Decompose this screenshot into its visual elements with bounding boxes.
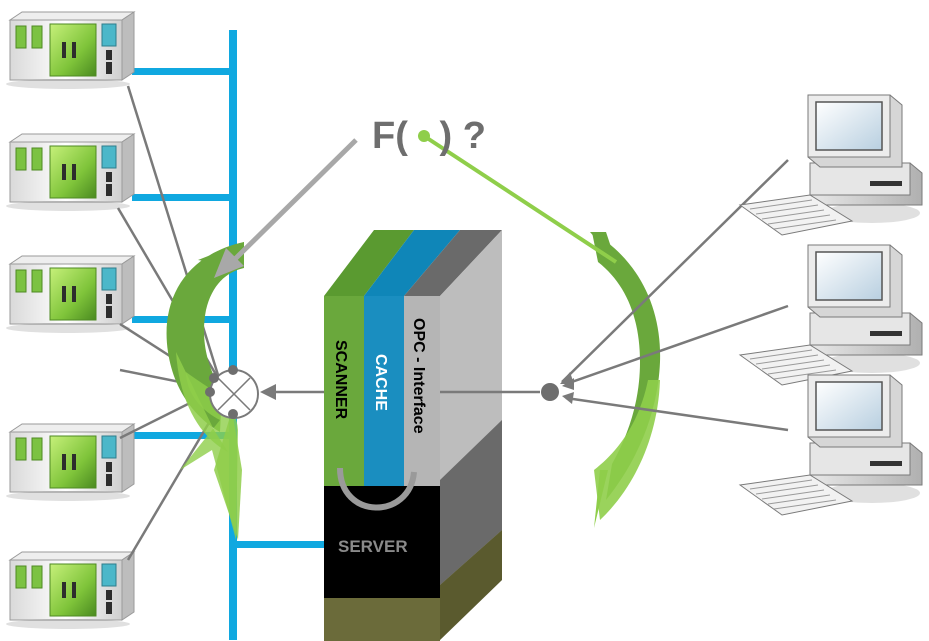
client-links [440,159,789,432]
plc-module-icon [5,255,135,334]
formula-label: F( ) ? [372,115,486,157]
server-base [324,598,440,641]
plc-module-icon [5,551,135,630]
server-stack [324,230,502,641]
scanner-layer [324,296,364,486]
server-to-hub-arrow [260,384,330,400]
scanner-label: SCANNER [332,340,349,420]
cache-layer [364,296,404,486]
opc-interface-layer [404,296,440,486]
desktop-computer-icon [739,374,923,516]
controller-list [5,11,135,630]
right-cycle-arrow [590,232,661,528]
plc-module-icon [5,133,135,212]
desktop-computer-icon [739,94,923,236]
plc-module-icon [5,11,135,90]
client-hub-node [541,383,559,401]
field-bus [132,30,328,640]
server-label: SERVER [338,537,408,556]
plc-module-icon [5,423,135,502]
client-arrowheads [560,372,574,404]
cache-label: CACHE [372,354,389,411]
client-list [739,94,923,516]
desktop-computer-icon [739,244,923,386]
opc-interface-label: OPC - Interface [410,318,427,434]
formula-group: F( ) ? [214,115,618,278]
network-hub-icon [205,365,259,419]
